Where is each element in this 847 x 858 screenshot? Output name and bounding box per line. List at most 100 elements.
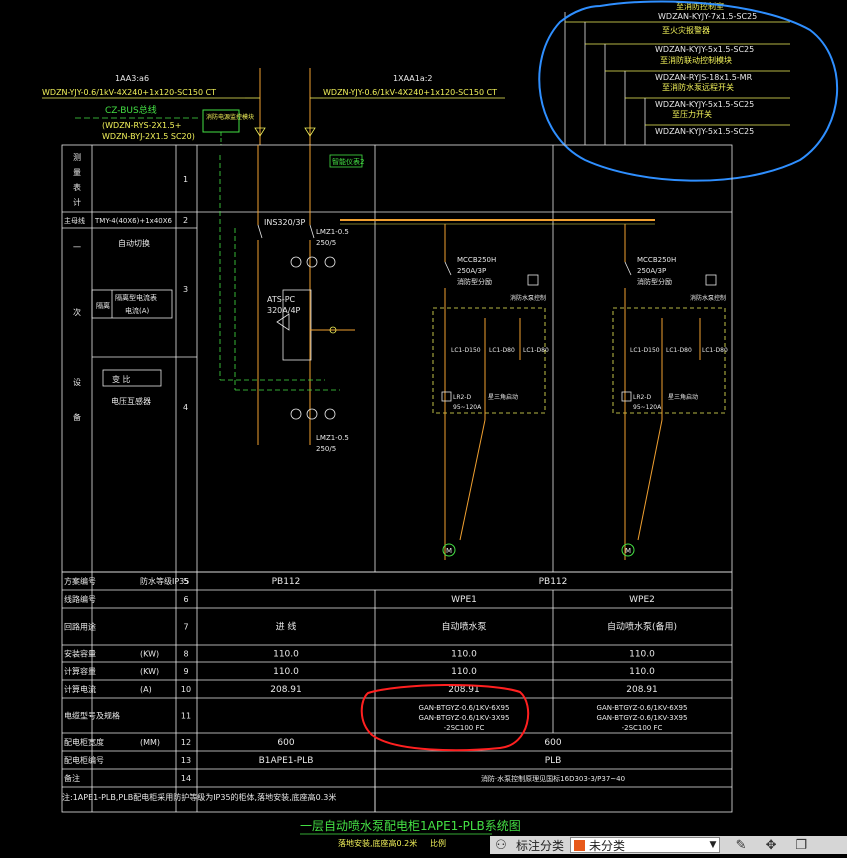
table-cell-c1: PB112 <box>272 577 301 587</box>
branch1-relay: LR2-D <box>453 394 471 401</box>
table-cable-spec: GAN-BTGYZ-0.6/1KV-3X95 <box>597 714 688 722</box>
feeder-1-cable: WDZAN-KYJY-5x1.5-SC25 <box>655 45 754 54</box>
table-row-sub: (A) <box>140 685 152 694</box>
category-color-swatch <box>574 839 586 851</box>
table-cell-c2: WPE1 <box>451 595 477 605</box>
copy-icon[interactable]: ❐ <box>795 837 807 853</box>
table-row-label: 配电柜宽度 <box>64 737 104 747</box>
chevron-down-icon: ▼ <box>709 840 717 850</box>
r3b-label: 隔离型电流表 <box>115 293 157 302</box>
mccb1-model: MCCB250H <box>457 256 496 264</box>
incoming-left-cable: WDZN-YJY-0.6/1kV-4X240+1x120-SC150 CT <box>42 88 216 97</box>
mccb2-rating: 250A/3P <box>637 267 666 275</box>
annotation-category-select[interactable]: 未分类 ▼ <box>570 837 721 853</box>
bus-label: CZ-BUS总线 <box>105 104 157 116</box>
table-cell-c2: PLB <box>545 756 562 766</box>
branch1-km1: LC1-D150 <box>451 347 481 354</box>
r3a-label: 自动切换 <box>118 238 150 248</box>
r1-char-0: 测 <box>73 153 81 162</box>
r3-char-0: 一 <box>73 243 81 252</box>
move-icon[interactable]: ✥ <box>765 837 777 853</box>
branch2-relay: LR2-D <box>633 394 651 401</box>
annotation-toolbar: ⚇ 标注分类 未分类 ▼ ✎ ✥ ❐ <box>490 836 847 854</box>
table-cable-spec: GAN-BTGYZ-0.6/1KV-3X95 <box>419 714 510 722</box>
table-row-sub: (MM) <box>140 738 160 747</box>
r3b-value: 电流(A) <box>125 306 150 315</box>
table-row-label: 配电柜编号 <box>64 755 104 765</box>
row-num-4: 4 <box>183 403 188 412</box>
table-cell-c2: 600 <box>544 738 561 748</box>
table-row-sub: 防水等级IP35 <box>140 576 189 586</box>
table-cell-c3: 110.0 <box>629 650 655 660</box>
table-cell-c2: PB112 <box>539 577 568 587</box>
table-row-num: 5 <box>183 577 188 586</box>
table-row-num: 6 <box>183 595 188 604</box>
mccb1-rating: 250A/3P <box>457 267 486 275</box>
branch2-note: 消防水泵控制 <box>690 294 726 302</box>
table-cell-c2: 110.0 <box>451 667 477 677</box>
edit-icon[interactable]: ✎ <box>735 837 747 853</box>
table-row-label: 计算容量 <box>64 666 96 676</box>
bus-cable-1: (WDZN-RYS-2X1.5+ <box>102 121 181 130</box>
branch1-note: 消防水泵控制 <box>510 294 546 302</box>
branch1-km2: LC1-D80 <box>489 347 515 354</box>
feeder-4-cable: WDZAN-KYJY-5x1.5-SC25 <box>655 127 754 136</box>
ats-label-1: ATS-PC <box>267 295 296 304</box>
lmz-top-2: 250/5 <box>316 239 336 247</box>
row-label-block: 测 量 表 计 1 主母线 TMY-4(40X6)+1x40X6 2 一 次 设… <box>64 153 188 422</box>
tag-group-icon[interactable]: ⚇ <box>495 837 507 853</box>
annotation-category-label: 标注分类 <box>516 838 565 853</box>
r3c-label: 变 比 <box>112 374 131 384</box>
table-row-num: 14 <box>181 774 191 783</box>
bus-cable-2: WDZN-BYJ-2X1.5 SC20) <box>102 132 195 141</box>
table-cable-spec: GAN-BTGYZ-0.6/1KV-6X95 <box>597 704 688 712</box>
table-row-num: 11 <box>181 712 191 721</box>
r1-char-2: 表 <box>73 182 81 192</box>
drawing-subtitle-1: 落地安装,底座高0.2米 <box>338 838 417 848</box>
switch-ins: INS320/3P <box>264 218 305 227</box>
top-right-feeders: 至消防控制室 WDZAN-KYJY-7x1.5-SC25 至火灾报警器 WDZA… <box>564 1 790 145</box>
mccb2-type: 消防型分励 <box>637 277 672 286</box>
table-cable-spec: -2SC100 FC <box>622 724 663 732</box>
blue-annotation-circle <box>538 0 839 182</box>
table-row-label: 回路用途 <box>64 622 96 632</box>
table-cell-c1: B1APE1-PLB <box>259 756 314 766</box>
branch1-km3: LC1-D80 <box>523 347 549 354</box>
ats-section: 智能仪表2 INS320/3P LMZ1-0.5 250/5 ATS-PC 32… <box>219 145 655 453</box>
branch2-relay-range: 95~120A <box>633 404 662 411</box>
r3d-label: 电压互感器 <box>111 396 151 406</box>
branch-2: MCCB250H 250A/3P 消防型分励 消防水泵控制 LC1-D150 L… <box>612 224 728 560</box>
table-cell-c2: 自动喷水泵 <box>441 621 486 633</box>
r3-char-3: 备 <box>73 412 81 422</box>
ats-label-2: 320A/4P <box>267 306 301 315</box>
meter-label: 智能仪表2 <box>332 157 364 166</box>
table-cell-c2: 110.0 <box>451 650 477 660</box>
feeder-3-cable: WDZAN-KYJY-5x1.5-SC25 <box>655 100 754 109</box>
drawing-subtitle-2: 比例 <box>430 838 446 848</box>
footnote: 注:1APE1-PLB,PLB配电柜采用防护等级为IP35的柜体,落地安装,底座… <box>62 792 336 802</box>
feeder-0-cable: WDZAN-KYJY-7x1.5-SC25 <box>658 12 757 21</box>
mccb2-model: MCCB250H <box>637 256 676 264</box>
branch1-relay-range: 95~120A <box>453 404 482 411</box>
r1-char-1: 量 <box>73 168 81 177</box>
table-cell-c3: 208.91 <box>626 685 658 695</box>
branch2-km2: LC1-D80 <box>666 347 692 354</box>
branch2-km3: LC1-D80 <box>702 347 728 354</box>
table-cell-c3: 自动喷水泵(备用) <box>607 621 677 633</box>
category-select-value: 未分类 <box>589 838 626 853</box>
table-row-label: 安装容量 <box>64 649 96 659</box>
monitor-module: 消防电源监控模块 <box>206 113 254 121</box>
table-cell-c1: 进 线 <box>276 621 297 633</box>
lmz-top-1: LMZ1-0.5 <box>316 228 349 236</box>
row-num-1: 1 <box>183 175 188 184</box>
table-cell-c1: 600 <box>277 738 294 748</box>
branch-1: MCCB250H 250A/3P 消防型分励 消防水泵控制 LC1-D150 L… <box>432 224 549 560</box>
table-row-sub: (KW) <box>140 667 159 676</box>
table-row-sub: (KW) <box>140 650 159 659</box>
row-num-3: 3 <box>183 285 188 294</box>
table-row-num: 12 <box>181 738 191 747</box>
table-row-num: 8 <box>183 650 188 659</box>
row-num-2: 2 <box>183 216 188 225</box>
